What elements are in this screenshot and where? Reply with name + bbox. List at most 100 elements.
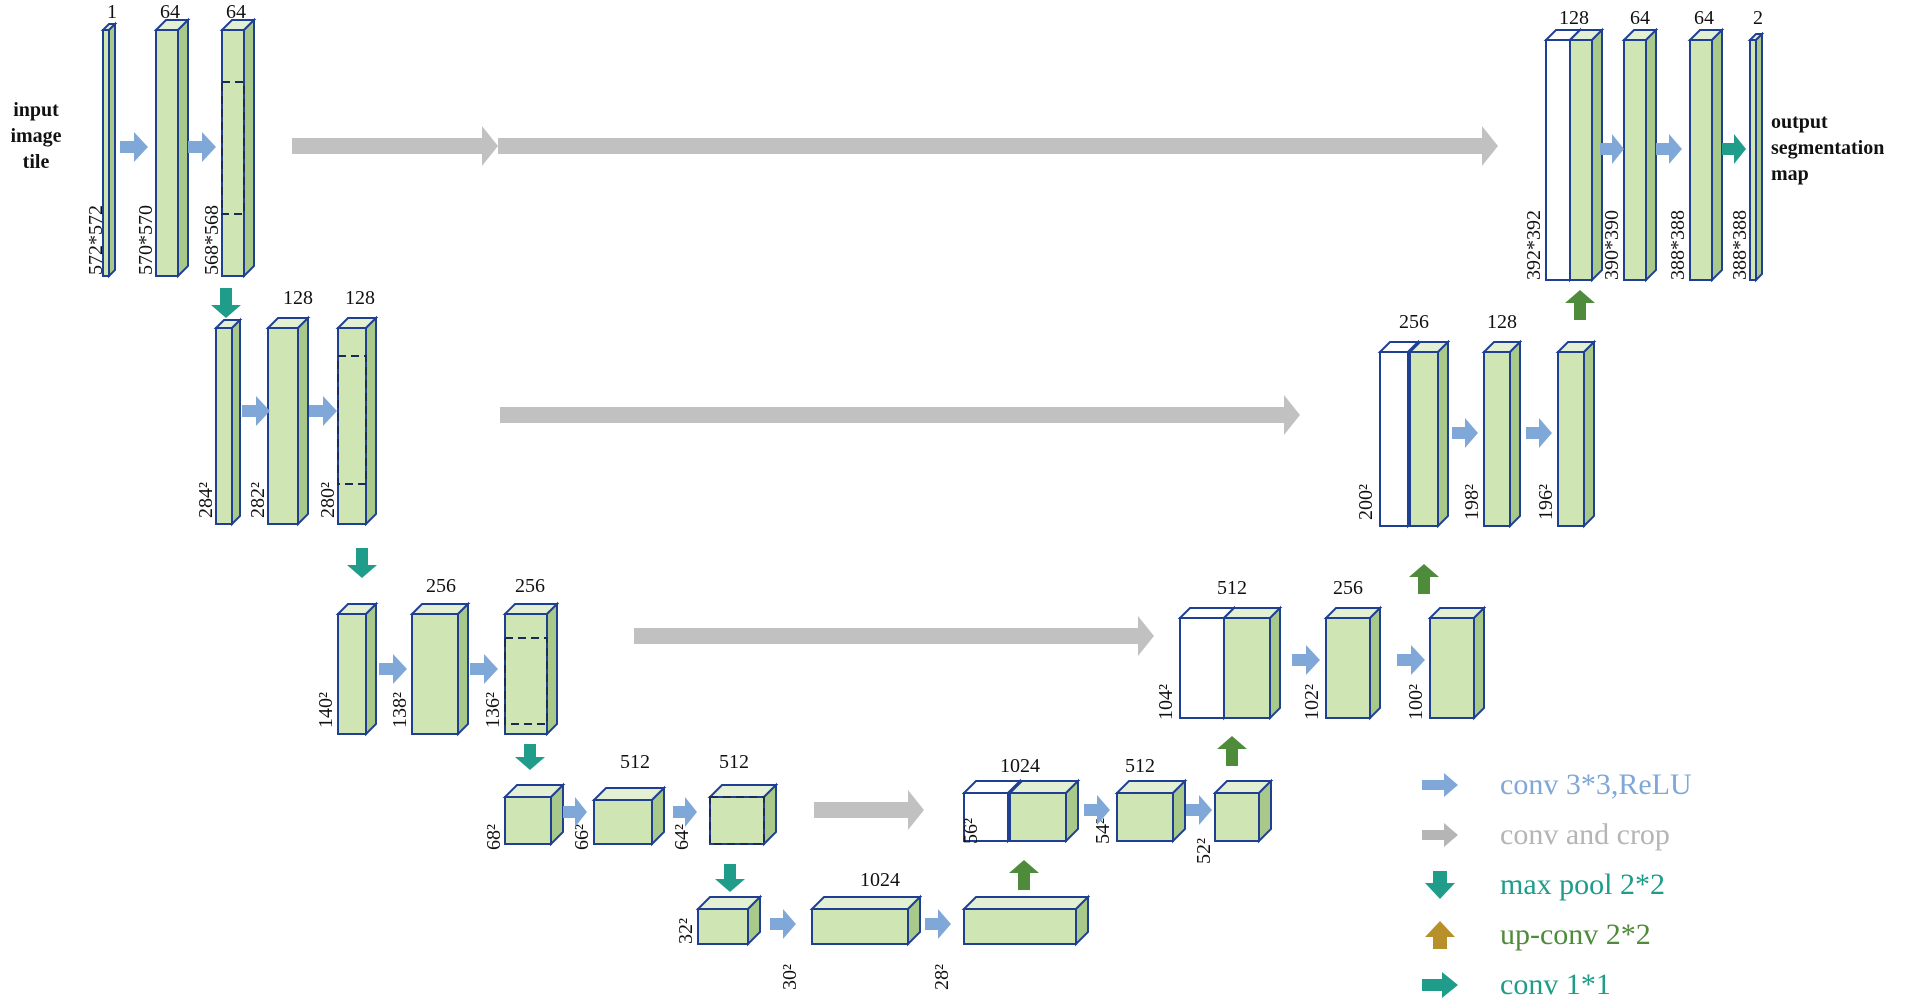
conv-arrow [188, 132, 216, 162]
channel-label: 512 [1217, 577, 1247, 599]
channel-label: 2 [1753, 7, 1763, 29]
channel-label: 128 [345, 287, 375, 309]
block-side [243, 17, 255, 279]
block-front [1409, 351, 1439, 527]
block-side [231, 317, 241, 527]
size-label: 56² [960, 818, 982, 844]
crop-region [709, 796, 765, 845]
bottleneck-block-1 [695, 894, 763, 947]
decoder-l2-block-2 [1481, 339, 1523, 529]
block-front [267, 327, 299, 525]
channel-label: 128 [1487, 311, 1517, 333]
block-front [1483, 351, 1511, 527]
block-front [504, 613, 548, 735]
block-side [1437, 339, 1449, 529]
upconv-arrow [1217, 736, 1247, 766]
conv-arrow [770, 909, 796, 939]
down-arrow-icon [1425, 871, 1455, 899]
block-side [177, 17, 189, 279]
block-front [963, 792, 1009, 842]
decoder-l1-block-2 [1621, 27, 1659, 283]
block-front [1179, 617, 1225, 719]
block-side [1172, 778, 1186, 844]
block-side [1509, 339, 1521, 529]
channel-label: 512 [620, 751, 650, 773]
pool-arrow [211, 288, 241, 318]
pool-arrow [715, 864, 745, 892]
size-label: 30² [779, 964, 801, 990]
block-front [1116, 792, 1174, 842]
right-arrow-icon [1422, 972, 1458, 998]
block-front [411, 613, 459, 735]
conv-arrow [1600, 134, 1624, 164]
input-label: tile [23, 151, 50, 173]
encoder-l2-block-2 [265, 315, 311, 527]
channel-label: 512 [1125, 755, 1155, 777]
crop-region [337, 355, 367, 485]
crop-region [504, 637, 548, 725]
block-front [1569, 39, 1593, 281]
channel-label: 128 [283, 287, 313, 309]
block-front [1009, 792, 1067, 842]
decoder-l2-block-1 [1407, 339, 1451, 529]
conv-arrow [120, 132, 148, 162]
crop-arrow [498, 126, 1498, 166]
size-label: 140² [315, 692, 337, 728]
legend-item-upconv: up-conv 2*2 [1420, 915, 1651, 955]
conv-arrow [1397, 645, 1425, 675]
channel-label: 512 [719, 751, 749, 773]
channel-label: 64 [226, 1, 246, 23]
size-label: 66² [571, 824, 593, 850]
block-front [1557, 351, 1585, 527]
decoder-l1-block-4 [1747, 31, 1765, 283]
size-label: 28² [931, 964, 953, 990]
block-front [1325, 617, 1371, 719]
block-front [1379, 351, 1409, 527]
size-label: 388*388 [1667, 210, 1689, 280]
encoder-l4-block-2 [591, 785, 667, 847]
block-side [365, 601, 377, 737]
size-label: 390*390 [1601, 210, 1623, 280]
decoder-l1-block-1 [1567, 27, 1605, 283]
block-side [550, 782, 564, 847]
size-label: 32² [675, 918, 697, 944]
encoder-l1-block-3 [219, 17, 257, 279]
block-front [811, 908, 909, 945]
channel-label: 256 [426, 575, 456, 597]
channel-label: 64 [160, 1, 180, 23]
crop-arrow [814, 790, 924, 830]
size-label: 68² [483, 824, 505, 850]
block-front [215, 327, 233, 525]
decoder-l3-block-1 [1221, 605, 1283, 721]
block-front [593, 799, 653, 845]
channel-label: 1024 [860, 869, 900, 891]
legend-label-crop: conv and crop [1500, 818, 1670, 851]
encoder-l2-block-1 [213, 317, 243, 527]
block-side [1369, 605, 1381, 721]
encoder-l4-block-1 [502, 782, 566, 847]
legend-item-conv: conv 3*3,ReLU [1420, 765, 1692, 805]
block-side [1065, 778, 1079, 844]
legend-item-crop: conv and crop [1420, 815, 1670, 855]
legend-label-conv: conv 3*3,ReLU [1500, 768, 1692, 801]
size-label: 64² [671, 824, 693, 850]
conv-arrow [673, 797, 697, 827]
channel-label: 1024 [1000, 755, 1040, 777]
size-label: 570*570 [135, 205, 157, 275]
block-side [1258, 778, 1272, 844]
legend-label-conv1x1: conv 1*1 [1500, 968, 1611, 1001]
decoder-l3-block-2 [1323, 605, 1383, 721]
bottleneck-block-2 [809, 894, 923, 947]
channel-label: 256 [1333, 577, 1363, 599]
conv-arrow [1526, 418, 1552, 448]
size-label: 568*568 [201, 205, 223, 275]
size-label: 196² [1535, 484, 1557, 520]
block-front [504, 796, 552, 845]
conv-arrow [242, 396, 270, 426]
input-label: image [10, 125, 61, 147]
decoder-l2-block-3 [1555, 339, 1597, 529]
size-label: 198² [1461, 484, 1483, 520]
encoder-l3-block-1 [335, 601, 379, 737]
conv-arrow [1084, 795, 1110, 825]
encoder-l3-block-3 [502, 601, 560, 737]
